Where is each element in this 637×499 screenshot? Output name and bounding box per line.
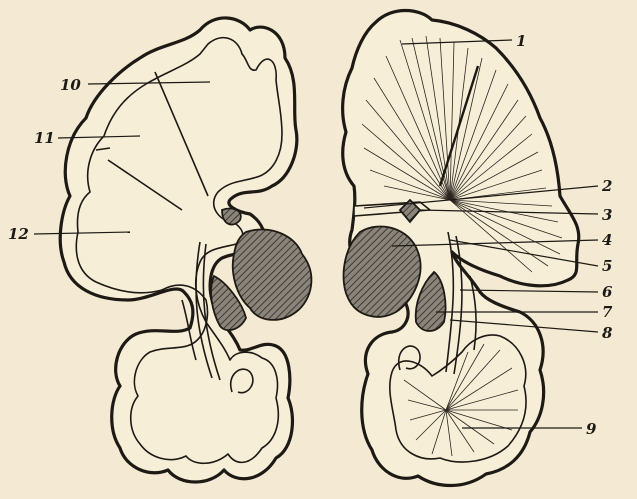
left-hemisphere — [60, 18, 311, 482]
label-3: 3 — [602, 206, 612, 224]
label-12: 12 — [8, 225, 29, 243]
label-2: 2 — [601, 177, 612, 195]
right-hemisphere — [343, 11, 579, 486]
label-8: 8 — [602, 324, 613, 342]
label-1: 1 — [516, 32, 526, 50]
left-thalamus-mass — [233, 229, 312, 319]
label-10: 10 — [60, 76, 81, 94]
label-11: 11 — [34, 129, 55, 147]
label-4: 4 — [602, 231, 612, 249]
label-9: 9 — [586, 420, 597, 438]
label-5: 5 — [602, 257, 612, 275]
label-6: 6 — [602, 283, 613, 301]
left-caudate-mass — [222, 208, 241, 224]
label-7: 7 — [602, 303, 613, 321]
